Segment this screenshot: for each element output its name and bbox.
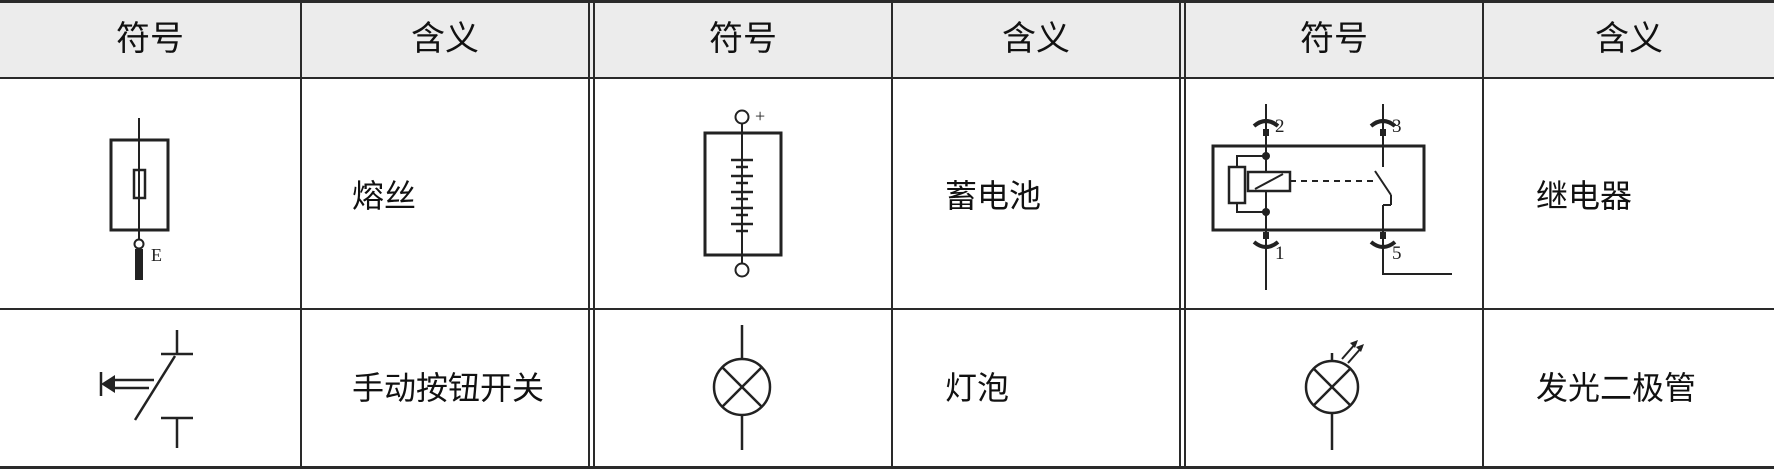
col-divider-3 bbox=[891, 0, 893, 469]
relay-meaning: 继电器 bbox=[1536, 177, 1633, 215]
col-divider-2b bbox=[593, 0, 595, 469]
relay-pin-label-2: 2 bbox=[1275, 116, 1285, 137]
push-button-switch-symbol bbox=[99, 330, 193, 448]
led-meaning: 发光二极管 bbox=[1536, 369, 1697, 407]
col-divider-5 bbox=[1482, 0, 1484, 469]
header-meaning-3: 含义 bbox=[1595, 19, 1663, 59]
table-top-border bbox=[0, 0, 1774, 3]
battery-symbol: + bbox=[703, 106, 783, 278]
col-divider-4a bbox=[1179, 0, 1181, 469]
relay-pin-label-3: 3 bbox=[1392, 116, 1402, 137]
led-symbol bbox=[1304, 340, 1364, 450]
col-divider-2a bbox=[588, 0, 590, 469]
relay-symbol: 2 3 1 5 bbox=[1211, 104, 1452, 290]
header-meaning-1: 含义 bbox=[411, 19, 479, 59]
fuse-symbol: E bbox=[109, 118, 170, 280]
header-meaning-2: 含义 bbox=[1002, 19, 1070, 59]
col-divider-4b bbox=[1184, 0, 1186, 469]
relay-pin-label-5: 5 bbox=[1392, 243, 1402, 264]
battery-meaning: 蓄电池 bbox=[945, 177, 1042, 215]
bulb-meaning: 灯泡 bbox=[945, 369, 1010, 407]
battery-plus-label: + bbox=[755, 106, 765, 126]
header-symbol-3: 符号 bbox=[1300, 19, 1368, 59]
header-symbol-1: 符号 bbox=[116, 19, 184, 59]
table-bottom-border bbox=[0, 466, 1774, 469]
header-bottom-border bbox=[0, 77, 1774, 79]
fuse-meaning: 熔丝 bbox=[352, 177, 417, 215]
bulb-symbol bbox=[712, 325, 772, 450]
relay-pin-label-1: 1 bbox=[1275, 243, 1285, 264]
header-background bbox=[0, 0, 1774, 78]
push-button-switch-meaning: 手动按钮开关 bbox=[352, 369, 545, 407]
col-divider-1 bbox=[300, 0, 302, 469]
fuse-terminal-label: E bbox=[151, 245, 162, 265]
row-divider bbox=[0, 308, 1774, 310]
header-symbol-2: 符号 bbox=[709, 19, 777, 59]
